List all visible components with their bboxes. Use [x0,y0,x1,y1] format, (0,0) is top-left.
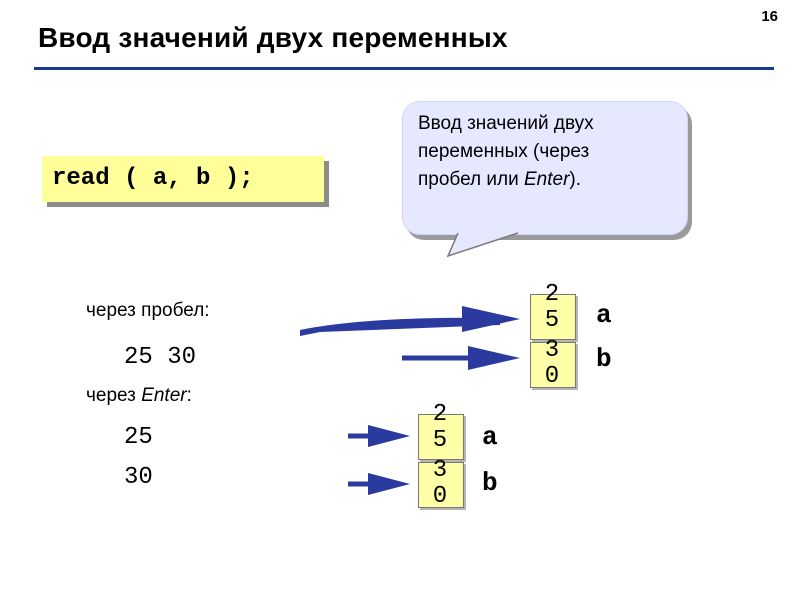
space-label: через пробел: [86,300,210,321]
var-b-bottom: b [482,468,498,498]
cell-a-bottom-value: 25 [432,401,448,454]
slide-number: 16 [761,8,778,25]
callout-line-3-end: ). [569,169,582,190]
memory-cell-a-bottom [418,414,464,460]
arrowhead-a-bottom [368,425,410,447]
arrowhead-curved [462,306,520,332]
callout-bubble [402,101,688,235]
var-a-top: a [596,300,612,330]
cell-b-bottom-value: 30 [432,457,448,510]
callout-enter-word: Enter [523,169,570,190]
slide-title: Ввод значений двух переменных [38,22,508,53]
enter-label-end: : [186,385,192,406]
enter-input-line-2: 30 [124,464,153,491]
memory-cell-b-top [530,342,576,388]
callout-line-1: Ввод значений двух [418,113,594,134]
callout-line-3-start: пробел или [418,169,524,190]
enter-label-word: Enter [141,385,187,406]
title-underline [34,67,774,70]
memory-cell-b-bottom [418,462,464,508]
code-statement: read ( a, b ); [42,156,324,202]
callout-text: Ввод значений двух переменных (через про… [418,110,680,194]
callout-line-2: переменных (через [418,141,590,162]
enter-label-start: через [86,385,142,406]
callout-line-3: пробел или Enter). [418,166,680,194]
curved-arrow-to-a [300,317,500,336]
arrowhead-b-bottom [368,473,410,495]
space-input: 25 30 [124,344,197,371]
arrowhead-b-top [468,346,520,370]
cell-a-top-value: 25 [544,281,560,334]
var-b-top: b [596,344,612,374]
cell-b-top-value: 30 [544,337,560,390]
enter-input-line-1: 25 [124,424,153,451]
var-a-bottom: a [482,422,498,452]
memory-cell-a-top [530,294,576,340]
enter-label: через Enter: [86,385,192,407]
